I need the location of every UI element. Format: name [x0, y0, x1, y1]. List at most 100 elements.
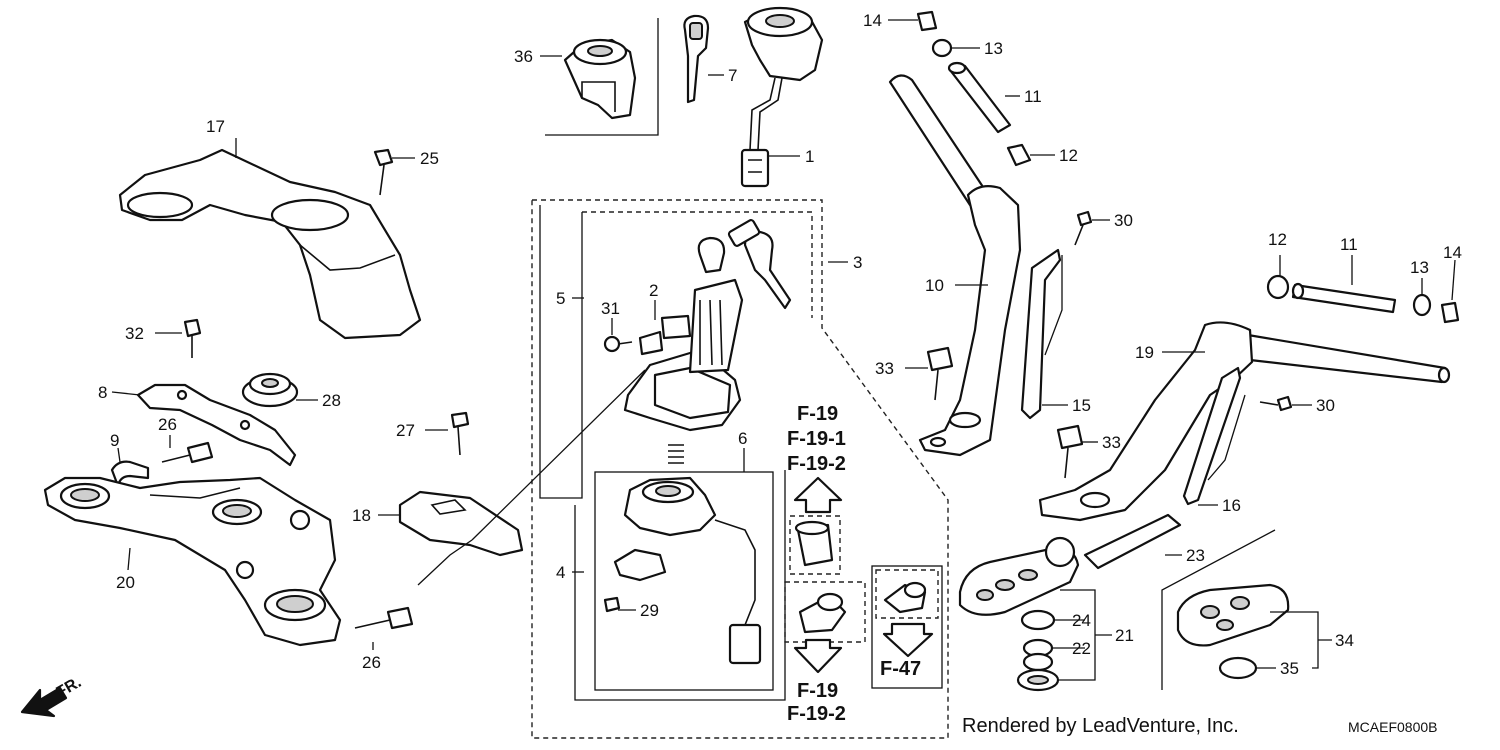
callout-34: 34 [1335, 631, 1354, 650]
arrow-up [793, 476, 843, 514]
ref-up-3: F-19-2 [787, 453, 846, 475]
part-24-ring [1020, 609, 1056, 631]
callout-19: 19 [1135, 343, 1154, 362]
part-33-bolt-right [1056, 424, 1084, 479]
part-11-lower [1291, 282, 1397, 314]
part-11-upper [947, 61, 1012, 134]
callout-21: 21 [1115, 626, 1134, 645]
callout-11-upper: 11 [1024, 87, 1042, 106]
callout-9: 9 [110, 431, 119, 450]
callout-33-right: 33 [1102, 433, 1121, 452]
part-21-key-fob [958, 536, 1080, 616]
footer-credit: Rendered by LeadVenture, Inc. [962, 715, 1239, 737]
lock-assembly [623, 219, 792, 432]
callout-35: 35 [1280, 659, 1299, 678]
callout-2: 2 [649, 281, 658, 300]
part-35-battery [1218, 656, 1258, 680]
callout-12-lower: 12 [1268, 230, 1287, 249]
subassembly-box-4 [574, 470, 786, 701]
part-10-left-handlebar [888, 74, 1022, 457]
callout-11-lower: 11 [1340, 235, 1358, 254]
callout-13-lower: 13 [1410, 258, 1429, 277]
callout-3: 3 [853, 253, 862, 272]
part-23-strip [1083, 513, 1182, 570]
lock-leader [471, 369, 646, 541]
callout-7: 7 [728, 66, 737, 85]
callout-26-lower: 26 [362, 653, 381, 672]
callout-33-left: 33 [875, 359, 894, 378]
front-direction-arrow-icon: FR. [20, 674, 84, 718]
cylinder-up [789, 515, 841, 575]
callout-12-upper: 12 [1059, 146, 1078, 165]
cylinder-down [784, 581, 866, 643]
diagram-code: MCAEF0800B [1348, 719, 1437, 735]
part-14-lower [1440, 301, 1460, 324]
callout-29: 29 [640, 601, 659, 620]
part-33-bolt-left [926, 346, 954, 401]
part-22-seal [1016, 668, 1060, 692]
callout-28: 28 [322, 391, 341, 410]
callout-24: 24 [1072, 611, 1091, 630]
kit-box-3 [531, 199, 949, 739]
callout-16: 16 [1222, 496, 1241, 515]
callout-30-lower: 30 [1316, 396, 1335, 415]
part-28-bushing [241, 372, 299, 408]
part-25-bolt [373, 148, 394, 196]
callout-13-upper: 13 [984, 39, 1003, 58]
part-26-bolt-upper [161, 441, 214, 464]
part-7-key [683, 14, 710, 104]
part-8-bracket [136, 383, 297, 467]
callout-5: 5 [556, 289, 565, 308]
ref-down-2: F-19-2 [787, 703, 846, 725]
callout-15: 15 [1072, 396, 1091, 415]
part-26-bolt-lower [354, 606, 414, 630]
callout-4: 4 [556, 563, 565, 582]
callout-leaders [111, 19, 1456, 681]
part-15-plate [1020, 248, 1062, 420]
spring [668, 444, 684, 464]
part-17-top-cover [118, 148, 422, 340]
callout-17: 17 [206, 117, 225, 136]
callout-27: 27 [396, 421, 415, 440]
part-18-bracket [398, 490, 524, 586]
ref-right: F-47 [880, 658, 921, 680]
callout-14-lower: 14 [1443, 243, 1462, 262]
part-36-cylinder-cover [545, 18, 659, 136]
callout-32: 32 [125, 324, 144, 343]
part-9-clip [110, 460, 150, 488]
ref-up-2: F-19-1 [787, 428, 846, 450]
arrow-right-down [882, 622, 934, 658]
part-12-lower [1266, 274, 1290, 300]
subassembly-box-5 [539, 205, 583, 499]
callout-6: 6 [738, 429, 747, 448]
callout-26-upper: 26 [158, 415, 177, 434]
ref-up-1: F-19 [797, 403, 838, 425]
part-34-key-fob [1161, 529, 1290, 690]
reference-labels: F-19 F-19-1 F-19-2 F-19 F-19-2 F-47 [787, 403, 921, 725]
part-12-upper [1006, 143, 1032, 167]
cylinder-right [871, 565, 943, 689]
part-13-upper [931, 38, 953, 58]
part-30-screw-upper [1044, 210, 1093, 356]
part-20-upper-bridge [43, 476, 342, 647]
callout-20: 20 [116, 573, 135, 592]
callout-14-upper: 14 [863, 11, 882, 30]
callout-25: 25 [420, 149, 439, 168]
callout-8: 8 [98, 383, 107, 402]
callout-numbers: 36 7 1 17 25 32 8 28 26 9 20 26 27 18 3 … [98, 11, 1462, 678]
part-19-right-handlebar [1038, 321, 1451, 522]
callout-10: 10 [925, 276, 944, 295]
part-14-upper [916, 10, 938, 32]
part-31-screw [603, 335, 633, 353]
ref-down-1: F-19 [797, 680, 838, 702]
part-22-battery [1022, 638, 1054, 672]
part-6-switch [603, 476, 762, 665]
arrow-down [793, 638, 843, 674]
callout-18: 18 [352, 506, 371, 525]
callout-30-upper: 30 [1114, 211, 1133, 230]
part-16-plate [1182, 366, 1246, 506]
part-13-lower [1412, 293, 1432, 317]
callout-31: 31 [601, 299, 620, 318]
part-32-bolt [183, 318, 202, 358]
